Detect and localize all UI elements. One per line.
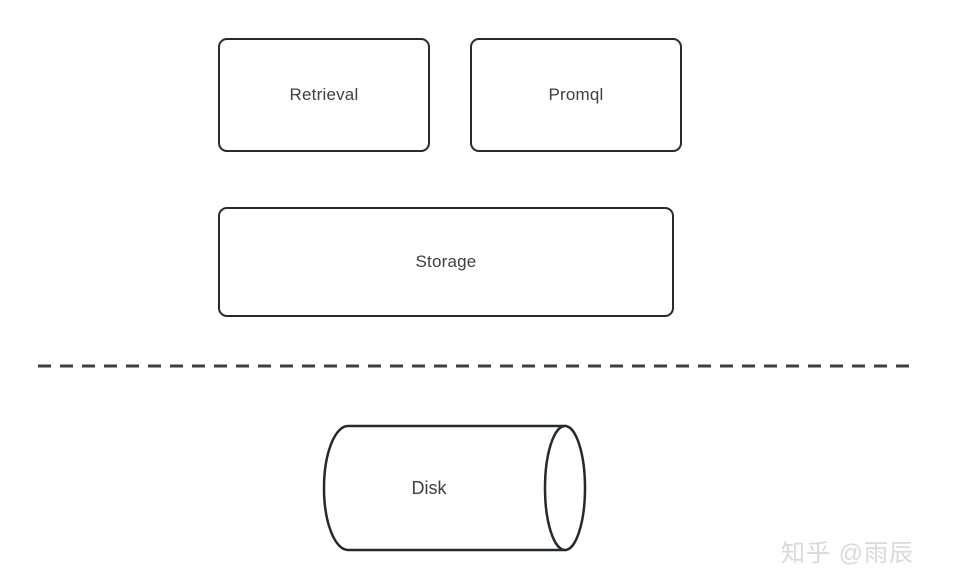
node-storage: Storage — [218, 207, 674, 317]
node-disk: Disk — [324, 425, 534, 551]
node-storage-label: Storage — [415, 252, 477, 271]
node-promql-label: Promql — [548, 85, 604, 104]
node-retrieval-label: Retrieval — [289, 85, 359, 104]
disk-cylinder-end-ellipse — [543, 424, 587, 552]
watermark: 知乎 @雨辰 — [781, 540, 915, 567]
node-promql: Promql — [470, 38, 682, 152]
node-disk-label: Disk — [411, 477, 447, 498]
node-retrieval: Retrieval — [218, 38, 430, 152]
